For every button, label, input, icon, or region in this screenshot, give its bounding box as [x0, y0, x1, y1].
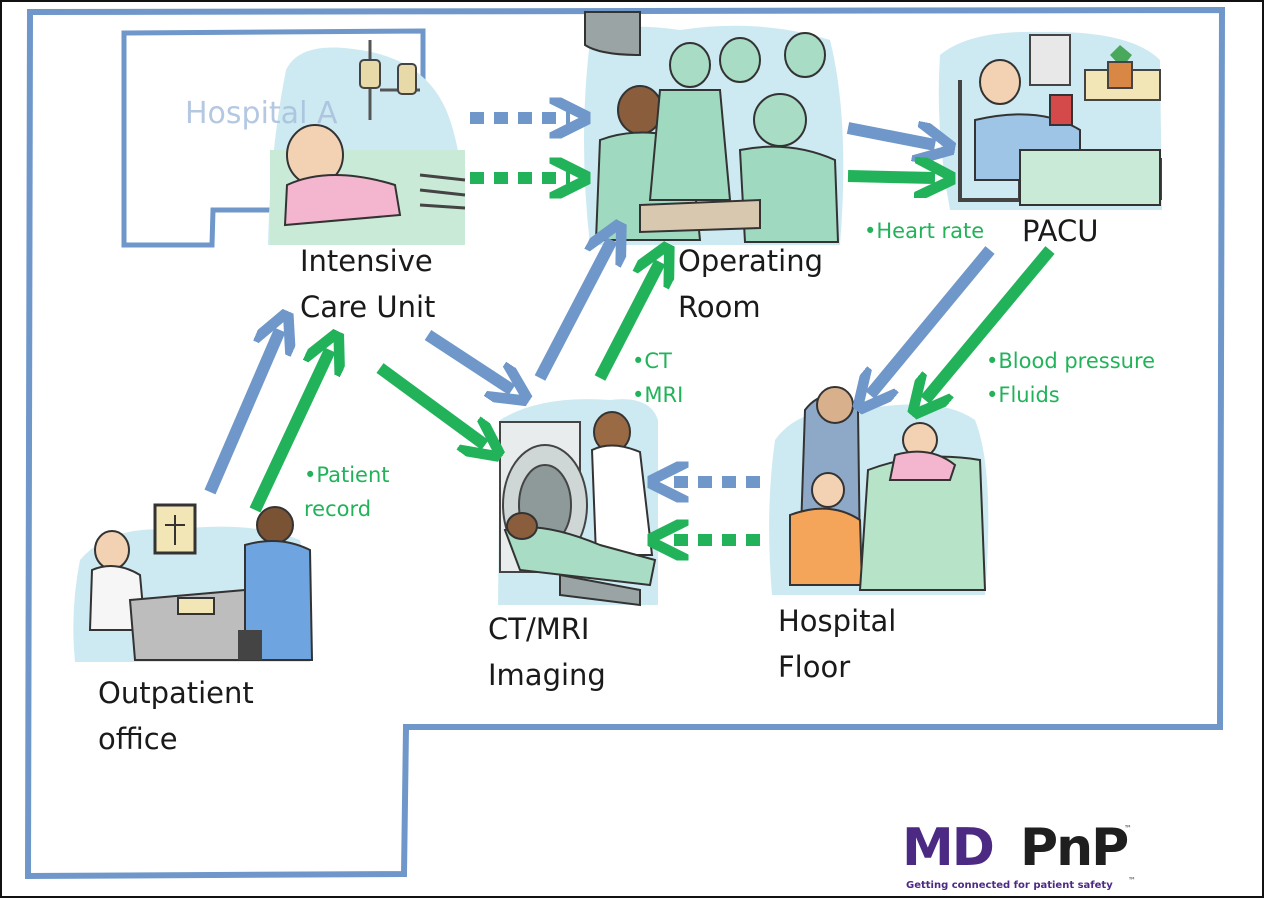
md-pnp-logo: MD PnP ™ ™ Getting connected for patient… — [902, 818, 1142, 898]
operating-room-illustration — [584, 11, 844, 245]
note-heart-rate: •Heart rate — [864, 219, 985, 243]
hospital-boundary — [24, 6, 1226, 880]
logo-tagline: Getting connected for patient safety — [906, 880, 1113, 891]
logo-trademark-bottom: ™ — [1128, 876, 1136, 885]
icu-illustration — [268, 40, 466, 245]
arrow-outpatient-to-icu-blue — [204, 330, 280, 495]
note-blood-pressure-fluids: •Blood pressure•Fluids — [986, 349, 1156, 407]
imaging-illustration — [498, 399, 658, 607]
logo-pnp-text: PnP — [1020, 818, 1129, 878]
arrow-outpatient-to-icu-green — [249, 350, 330, 513]
hospital-a-box — [121, 28, 426, 248]
logo-trademark: ™ — [1124, 824, 1132, 833]
logo-md-text: MD — [902, 818, 995, 878]
arrow-imaging-to-or-blue — [534, 240, 612, 381]
arrow-icu-to-imaging-green — [376, 363, 485, 445]
pacu-illustration — [938, 31, 1162, 210]
pacu-label: PACU — [1022, 214, 1099, 248]
hospital-a-label: Hospital A — [185, 96, 338, 131]
hospital-floor-illustration — [769, 386, 989, 595]
arrow-pacu-to-floor-green — [925, 246, 1055, 400]
arrow-or-to-pacu-blue — [846, 128, 935, 145]
arrow-or-to-pacu-green — [847, 176, 935, 178]
arrow-pacu-to-floor-blue — [870, 246, 995, 395]
arrow-icu-to-imaging-blue — [424, 329, 512, 390]
arrow-imaging-to-or-green — [594, 262, 660, 381]
note-imaging-ct-mri: •CT•MRI — [632, 349, 684, 407]
outpatient-illustration — [73, 503, 314, 662]
